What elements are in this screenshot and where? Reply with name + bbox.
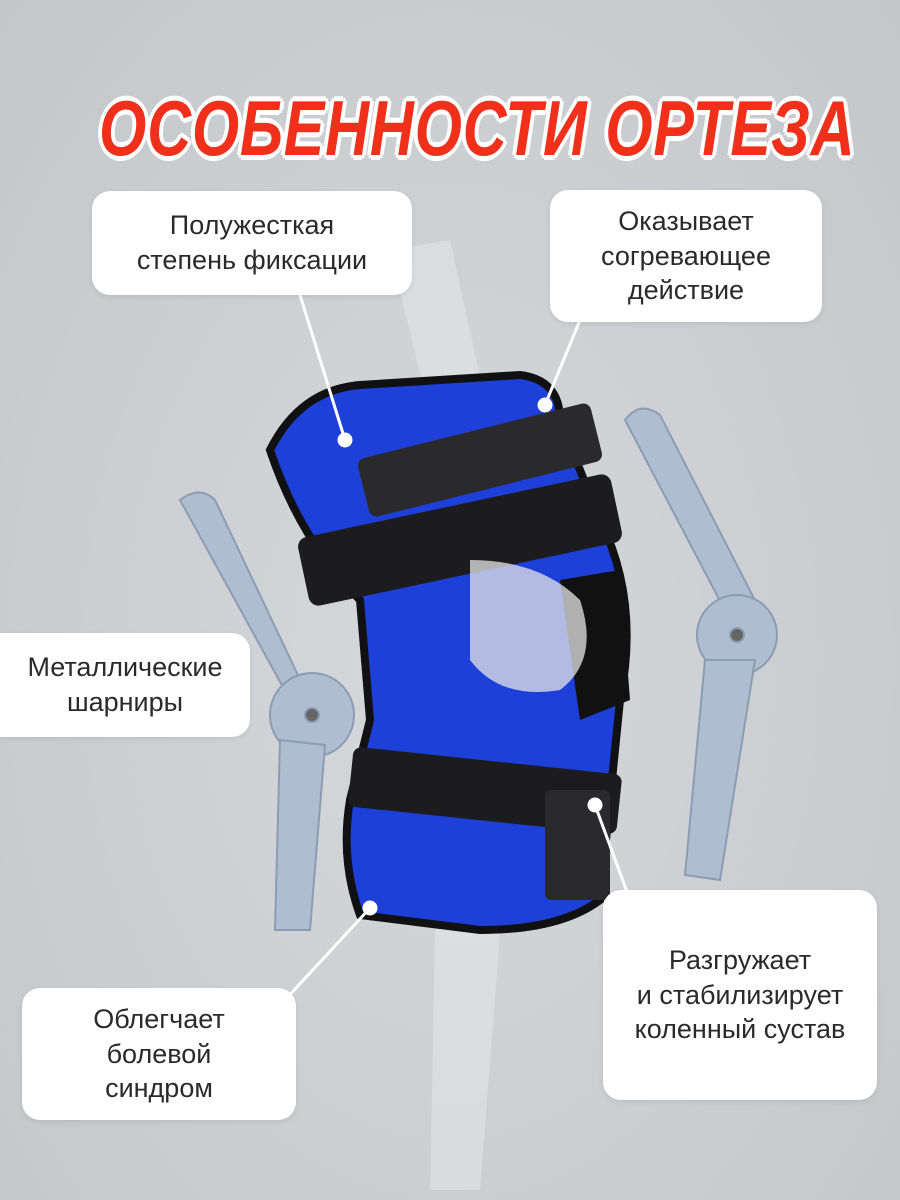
leader-lines — [283, 294, 632, 1002]
callout-pain: Облегчает болевой синдром — [22, 988, 296, 1120]
page-title: ОСОБЕННОСТИ ОРТЕЗА — [99, 84, 856, 172]
callout-stabilize: Разгружает и стабилизирует коленный суст… — [603, 890, 877, 1100]
callout-hinges: Металлические шарниры — [0, 633, 250, 737]
metal-hinge-right — [623, 407, 778, 882]
knee-brace — [265, 370, 631, 935]
callout-warming: Оказывает согревающее действие — [550, 190, 822, 322]
metal-hinge-left — [178, 491, 355, 931]
callout-fixation: Полужесткая степень фиксации — [92, 191, 412, 295]
upper-strap — [298, 474, 622, 606]
